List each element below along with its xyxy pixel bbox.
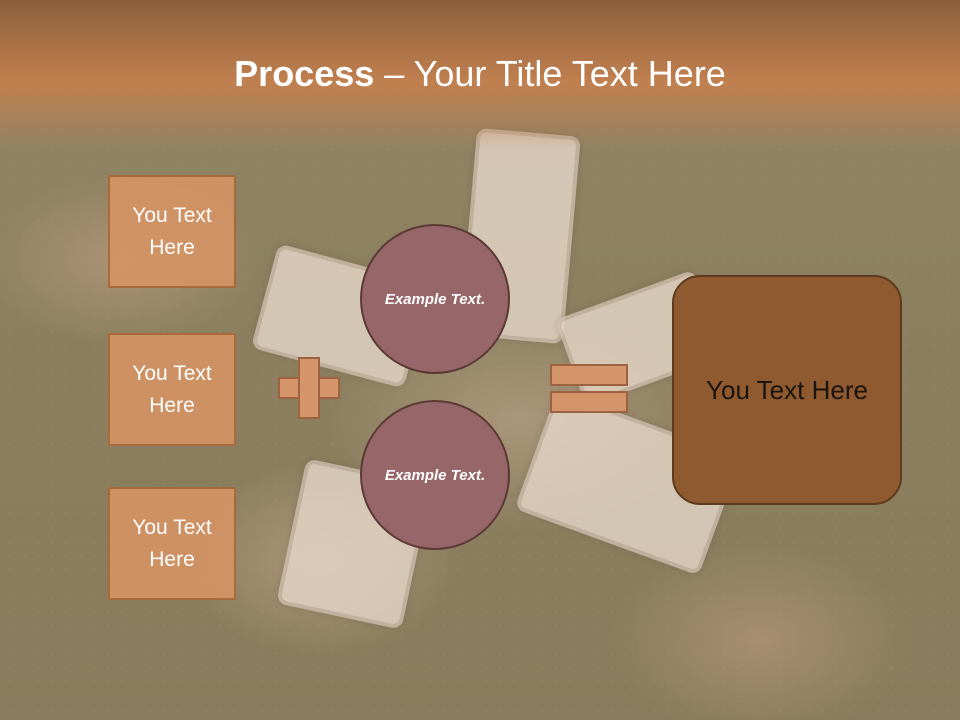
example-circle-1[interactable]: Example Text. (360, 224, 510, 374)
text-box-2-label: You Text Here (132, 361, 212, 417)
text-box-3-label: You Text Here (132, 515, 212, 571)
example-circle-2[interactable]: Example Text. (360, 400, 510, 550)
equals-icon-bottom (550, 391, 628, 413)
result-box-label: You Text Here (706, 374, 868, 405)
text-box-3[interactable]: You Text Here (108, 487, 236, 600)
slide-title: Process – Your Title Text Here (0, 52, 960, 96)
text-box-2[interactable]: You Text Here (108, 333, 236, 446)
example-circle-2-label: Example Text. (384, 466, 486, 484)
title-rest: – Your Title Text Here (374, 53, 726, 94)
example-circle-1-label: Example Text. (384, 290, 486, 308)
result-box[interactable]: You Text Here (672, 275, 902, 505)
title-banner (0, 0, 960, 150)
text-box-1[interactable]: You Text Here (108, 175, 236, 288)
text-box-1-label: You Text Here (132, 203, 212, 259)
plus-icon-center (300, 379, 318, 397)
title-bold: Process (234, 53, 375, 94)
equals-icon-top (550, 364, 628, 386)
